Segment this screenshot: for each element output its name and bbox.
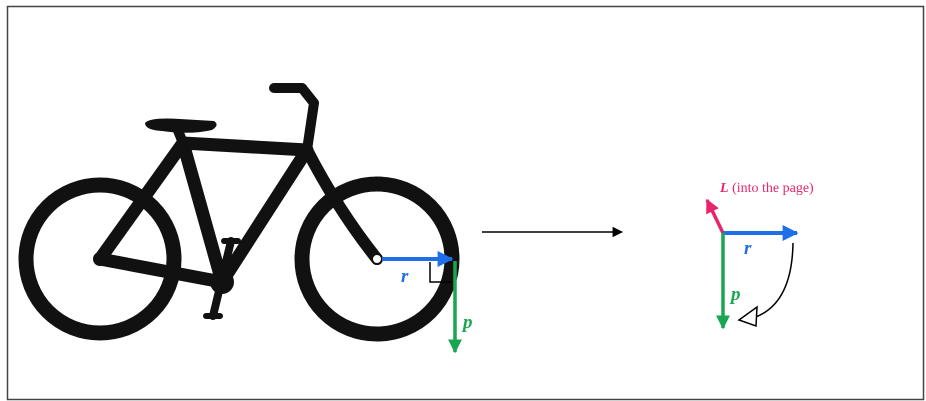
saddle <box>145 119 217 133</box>
r-label: r <box>744 238 752 259</box>
bicycle-icon <box>26 88 452 334</box>
L-symbol: L <box>719 181 729 196</box>
handlebar-stem <box>274 88 314 150</box>
curved-arrow-head <box>739 307 757 326</box>
curved-arrow-icon <box>753 243 793 318</box>
L-vector <box>707 200 723 233</box>
chainring <box>210 270 234 294</box>
bike-frame <box>100 143 307 282</box>
r-label-bike: r <box>401 266 409 287</box>
L-label: L (into the page) <box>719 181 814 196</box>
rear-hub <box>93 252 107 266</box>
p-label-bike: p <box>461 312 473 333</box>
front-hub-pivot <box>372 254 382 264</box>
p-label: p <box>729 284 741 305</box>
L-note: (into the page) <box>729 181 814 196</box>
